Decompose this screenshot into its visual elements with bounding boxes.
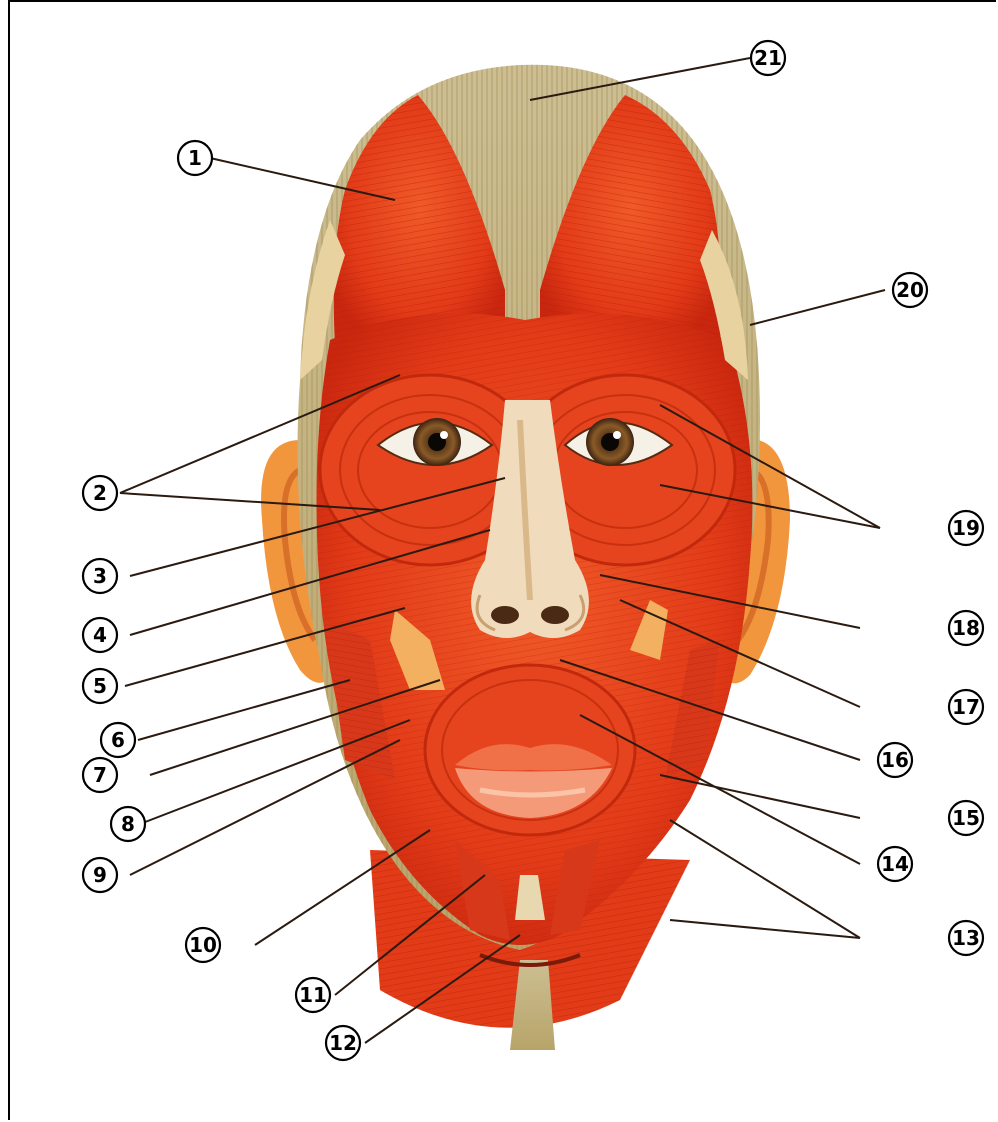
label-number: 4 (93, 623, 107, 647)
label-number: 14 (881, 852, 909, 876)
label-badge-3: 3 (83, 559, 117, 593)
label-badge-19: 19 (949, 511, 983, 545)
label-badge-18: 18 (949, 611, 983, 645)
label-number: 9 (93, 863, 107, 887)
label-number: 2 (93, 481, 107, 505)
label-badge-12: 12 (326, 1026, 360, 1060)
label-badge-9: 9 (83, 858, 117, 892)
label-badge-17: 17 (949, 690, 983, 724)
label-number: 11 (299, 983, 327, 1007)
label-number: 3 (93, 564, 107, 588)
label-badge-10: 10 (186, 928, 220, 962)
label-number: 5 (93, 674, 107, 698)
label-badge-1: 1 (178, 141, 212, 175)
label-number: 16 (881, 748, 909, 772)
label-number: 17 (952, 695, 980, 719)
label-badge-21: 21 (751, 41, 785, 75)
label-badge-15: 15 (949, 801, 983, 835)
label-number: 21 (754, 46, 782, 70)
label-badge-6: 6 (101, 723, 135, 757)
label-badge-5: 5 (83, 669, 117, 703)
label-number: 6 (111, 728, 125, 752)
label-badge-7: 7 (83, 758, 117, 792)
label-badge-20: 20 (893, 273, 927, 307)
label-number: 12 (329, 1031, 357, 1055)
label-number: 18 (952, 616, 980, 640)
label-number: 20 (896, 278, 924, 302)
label-number: 8 (121, 812, 135, 836)
label-badge-2: 2 (83, 476, 117, 510)
label-badge-16: 16 (878, 743, 912, 777)
label-number: 15 (952, 806, 980, 830)
label-number: 7 (93, 763, 107, 787)
label-number: 10 (189, 933, 217, 957)
label-number: 1 (188, 146, 202, 170)
label-number: 13 (952, 926, 980, 950)
label-badge-8: 8 (111, 807, 145, 841)
label-badge-14: 14 (878, 847, 912, 881)
label-badge-11: 11 (296, 978, 330, 1012)
label-badge-4: 4 (83, 618, 117, 652)
label-badge-13: 13 (949, 921, 983, 955)
label-number: 19 (952, 516, 980, 540)
